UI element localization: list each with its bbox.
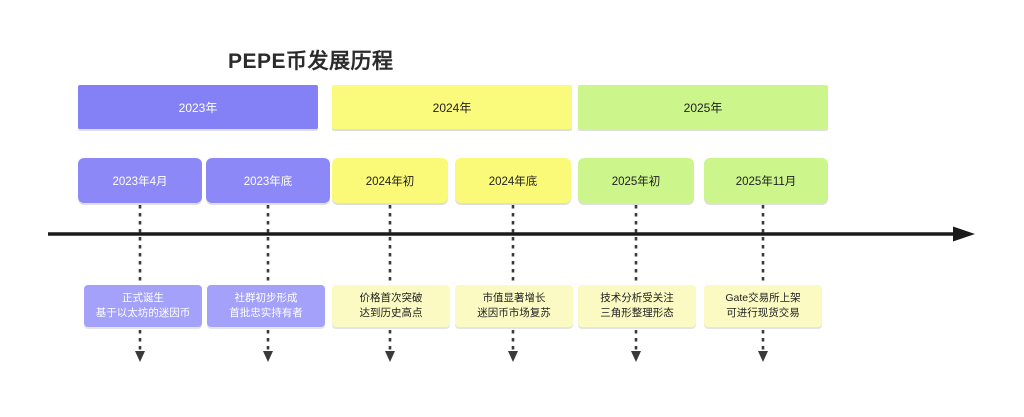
milestone-description-3: 价格首次突破达到历史高点 — [332, 285, 450, 327]
milestone-label-3: 2024年初 — [332, 158, 448, 203]
year-bar-2025: 2025年 — [578, 85, 828, 129]
connector-arrowhead-3 — [385, 351, 395, 362]
milestone-description-2: 社群初步形成首批忠实持有者 — [207, 285, 325, 327]
description-line-2: 首批忠实持有者 — [229, 307, 303, 319]
milestone-label-text: 2025年11月 — [735, 175, 797, 188]
milestone-label-4: 2024年底 — [455, 158, 571, 203]
milestone-label-5: 2025年初 — [578, 158, 694, 203]
description-line-1: 社群初步形成 — [234, 291, 298, 304]
milestone-description-6: Gate交易所上架可进行现货交易 — [704, 285, 822, 327]
description-line-2: 达到历史高点 — [359, 307, 423, 319]
connector-arrowhead-1 — [135, 351, 145, 362]
connector-arrowhead-2 — [263, 351, 273, 362]
connector-arrowhead-4 — [508, 351, 518, 362]
connector-arrowhead-6 — [758, 351, 768, 362]
description-line-2: 基于以太坊的迷因币 — [95, 307, 191, 319]
description-line-2: 三角形整理形态 — [600, 307, 674, 319]
description-line-2: 迷因币市场复苏 — [477, 307, 551, 319]
description-line-1: 价格首次突破 — [359, 291, 423, 304]
milestone-description-4: 市值显著增长迷因币市场复苏 — [455, 285, 573, 327]
milestone-label-text: 2023年4月 — [112, 175, 168, 188]
milestone-label-6: 2025年11月 — [704, 158, 828, 203]
description-line-1: 技术分析受关注 — [600, 291, 674, 304]
description-line-1: Gate交易所上架 — [725, 291, 801, 304]
description-line-2: 可进行现货交易 — [726, 307, 800, 319]
timeline-axis-arrowhead — [953, 226, 975, 242]
year-bar-label: 2023年 — [178, 100, 218, 115]
milestone-description-1: 正式诞生基于以太坊的迷因币 — [84, 285, 202, 327]
description-line-1: 市值显著增长 — [482, 291, 546, 304]
page-title: PEPE币发展历程 — [228, 50, 394, 73]
year-bar-2023: 2023年 — [78, 85, 318, 129]
description-line-1: 正式诞生 — [122, 291, 164, 304]
milestone-label-2: 2023年底 — [206, 158, 330, 203]
milestone-label-1: 2023年4月 — [78, 158, 202, 203]
year-bar-label: 2025年 — [683, 100, 723, 115]
connector-arrowhead-5 — [631, 351, 641, 362]
milestone-label-text: 2024年底 — [488, 175, 538, 188]
year-bar-label: 2024年 — [432, 100, 472, 115]
milestone-label-text: 2025年初 — [611, 175, 661, 188]
milestone-label-text: 2024年初 — [365, 175, 415, 188]
year-bar-2024: 2024年 — [332, 85, 572, 129]
milestone-description-5: 技术分析受关注三角形整理形态 — [578, 285, 696, 327]
milestone-label-text: 2023年底 — [243, 175, 293, 188]
